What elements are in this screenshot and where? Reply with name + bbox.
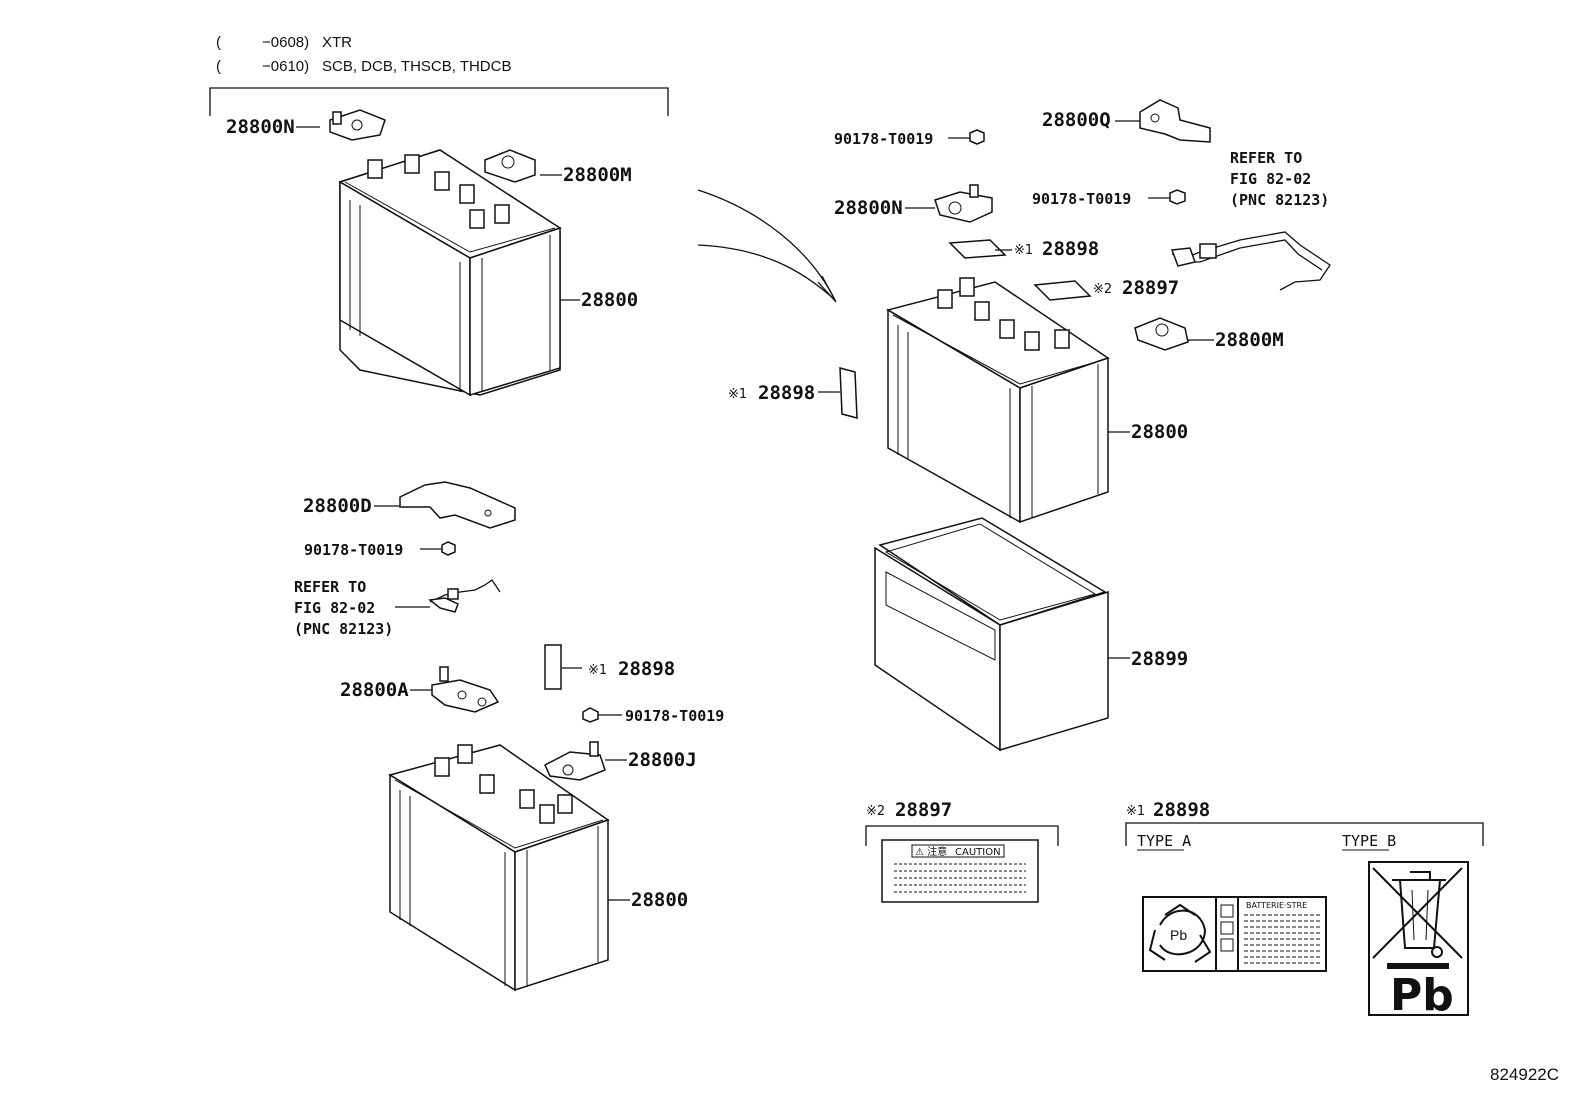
terminal-28800N-top-left bbox=[329, 109, 386, 141]
mark-right-side: ※1 bbox=[728, 387, 747, 402]
type-b-label: Pb bbox=[1368, 861, 1469, 1021]
terminal-28800N-right bbox=[934, 184, 993, 223]
terminal-28800Q bbox=[1139, 99, 1211, 143]
crossed-bin-icon bbox=[1372, 867, 1463, 959]
label-28800Q: 28800Q bbox=[1042, 109, 1111, 131]
arrow-to-right-group bbox=[697, 189, 837, 303]
sticker-right-side bbox=[839, 367, 858, 419]
nut-lower-left bbox=[441, 541, 456, 556]
caution-icon: ⚠ 注意 bbox=[915, 845, 947, 858]
refer-line-3-right: (PNC 82123) bbox=[1230, 191, 1329, 209]
bracket-detail-labels bbox=[1125, 822, 1484, 846]
label-28800D: 28800D bbox=[303, 495, 372, 517]
label-28898-detail: 28898 bbox=[1153, 799, 1210, 821]
label-90178-T0019-right-mid: 90178-T0019 bbox=[1032, 190, 1131, 208]
figure-id: 824922C bbox=[1490, 1065, 1559, 1084]
terminal-28800M-right bbox=[1134, 317, 1189, 351]
tray-28899 bbox=[874, 517, 1109, 752]
sticker-right-top bbox=[948, 239, 1007, 259]
refer-line-1-lower-left: REFER TO bbox=[294, 578, 366, 596]
battery-text: BATTERIE·STRE bbox=[1246, 901, 1307, 910]
mark-detail-caution: ※2 bbox=[866, 804, 885, 819]
label-28800M-top-left: 28800M bbox=[563, 164, 632, 186]
sticker-lower-left bbox=[544, 644, 562, 690]
label-28800M-right: 28800M bbox=[1215, 329, 1284, 351]
label-90178-T0019-right-top: 90178-T0019 bbox=[834, 130, 933, 148]
recycle-icon bbox=[1148, 903, 1212, 963]
note-line-1-range: −0608) bbox=[262, 34, 309, 51]
terminal-28800J bbox=[544, 741, 606, 781]
note-line-2-open: ( bbox=[216, 58, 221, 75]
label-28800J: 28800J bbox=[628, 749, 697, 771]
nut-right-mid bbox=[1169, 189, 1186, 205]
label-28899: 28899 bbox=[1131, 648, 1188, 670]
type-b-caption: TYPE B bbox=[1342, 832, 1396, 850]
group-bracket bbox=[209, 87, 669, 116]
note-line-1-open: ( bbox=[216, 34, 221, 51]
header-notes: ( −0608) XTR ( −0610) SCB, DCB, THSCB, T… bbox=[216, 34, 511, 75]
type-a-pb: Pb bbox=[1170, 927, 1187, 943]
terminal-28800M-top-left bbox=[484, 149, 536, 183]
mark-right-sticker-2: ※2 bbox=[1093, 282, 1112, 297]
caution-caption: CAUTION bbox=[955, 847, 1001, 858]
caution-label: ⚠ 注意 CAUTION bbox=[881, 839, 1039, 903]
label-28898-right-top: 28898 bbox=[1042, 238, 1099, 260]
refer-line-2-lower-left: FIG 82-02 bbox=[294, 599, 375, 617]
holder-28800A bbox=[431, 666, 500, 713]
label-28800N-right: 28800N bbox=[834, 197, 903, 219]
cable-lower-left bbox=[428, 579, 501, 613]
mark-right-sticker-1: ※1 bbox=[1014, 243, 1033, 258]
type-b-pb: Pb bbox=[1390, 970, 1454, 1021]
label-90178-T0019-lower-left: 90178-T0019 bbox=[304, 541, 403, 559]
note-line-2-range: −0610) bbox=[262, 58, 309, 75]
type-a-label: Pb BATTERIE·STRE bbox=[1142, 896, 1327, 972]
nut-lower-left-2 bbox=[582, 707, 599, 723]
type-a-caption: TYPE A bbox=[1137, 832, 1191, 850]
refer-line-3-lower-left: (PNC 82123) bbox=[294, 620, 393, 638]
cable-right bbox=[1170, 231, 1331, 291]
label-28897-right: 28897 bbox=[1122, 277, 1179, 299]
refer-line-2-right: FIG 82-02 bbox=[1230, 170, 1311, 188]
label-28800-right: 28800 bbox=[1131, 421, 1188, 443]
label-28897-detail: 28897 bbox=[895, 799, 952, 821]
mark-detail-labels: ※1 bbox=[1126, 804, 1145, 819]
label-28898-right-side: 28898 bbox=[758, 382, 815, 404]
note-line-2-models: SCB, DCB, THSCB, THDCB bbox=[322, 58, 511, 75]
mark-lower-left: ※1 bbox=[588, 663, 607, 678]
label-90178-T0019-lower-left-2: 90178-T0019 bbox=[625, 707, 724, 725]
battery-right bbox=[886, 277, 1110, 524]
label-28800N-top-left: 28800N bbox=[226, 116, 295, 138]
label-28800A: 28800A bbox=[340, 679, 409, 701]
sticker-right-28897 bbox=[1033, 280, 1092, 301]
refer-line-1-right: REFER TO bbox=[1230, 149, 1302, 167]
battery-lower-left bbox=[388, 744, 610, 992]
label-28800-top-left: 28800 bbox=[581, 289, 638, 311]
battery-top-left bbox=[338, 149, 562, 397]
bracket-detail-caution bbox=[865, 825, 1059, 846]
label-28898-lower-left: 28898 bbox=[618, 658, 675, 680]
label-28800-lower-left: 28800 bbox=[631, 889, 688, 911]
nut-right-top bbox=[969, 129, 985, 145]
note-line-1-models: XTR bbox=[322, 34, 352, 51]
clamp-28800D bbox=[399, 481, 516, 529]
